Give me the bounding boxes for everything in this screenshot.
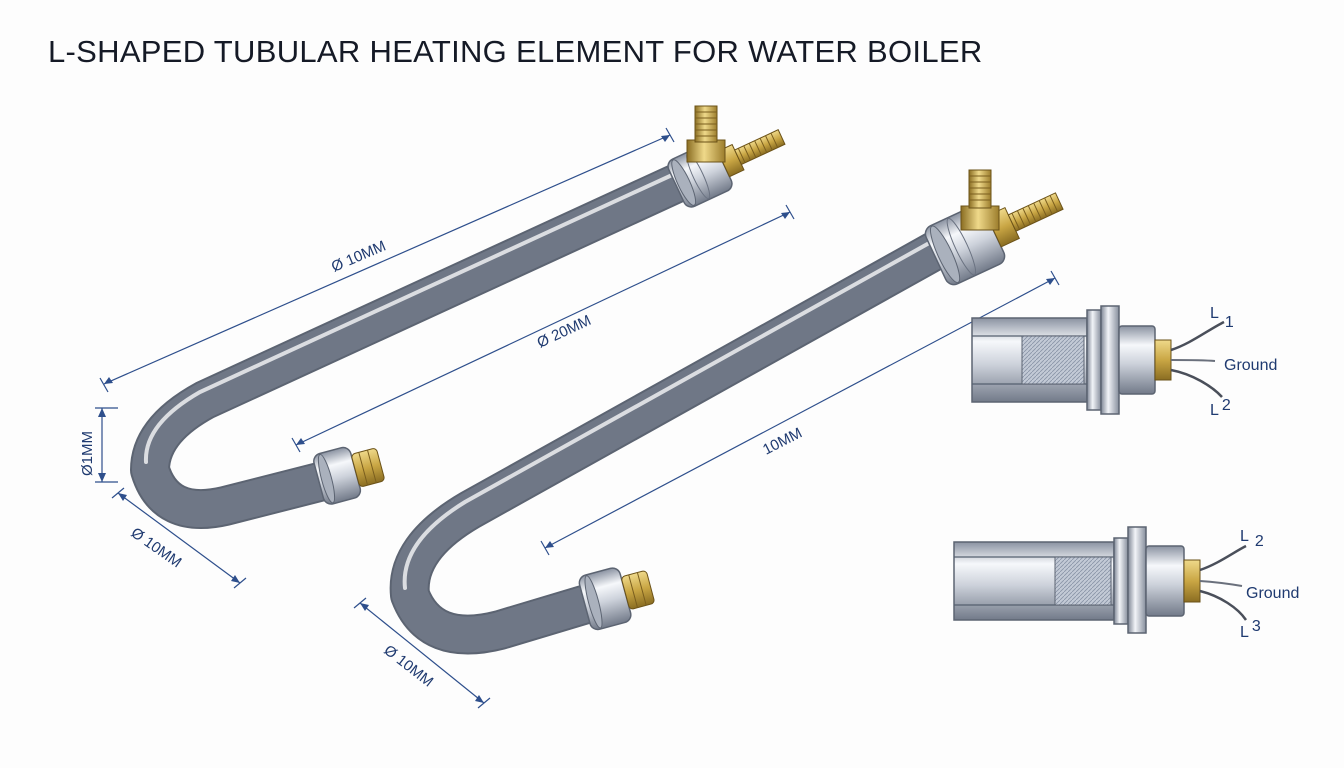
wire-ground bbox=[1170, 359, 1216, 362]
wire-l3 bbox=[1199, 589, 1248, 621]
dim-label-elem2-length: 10MM bbox=[760, 424, 805, 458]
label-l3: L bbox=[1240, 624, 1249, 641]
heating-element-1 bbox=[130, 105, 786, 529]
dim-label-elem1-left: Ø1MM bbox=[79, 431, 96, 476]
dim-label-elem2-bottom: Ø 10MM bbox=[381, 642, 437, 691]
terminal-fitting-bottom bbox=[313, 446, 385, 505]
wire-l2 bbox=[1199, 544, 1247, 572]
wire-ground bbox=[1199, 580, 1243, 587]
tube-highlight bbox=[143, 168, 685, 464]
label-l2-index: 2 bbox=[1222, 397, 1231, 414]
label-l2: L bbox=[1210, 402, 1219, 419]
label-l2-index: 2 bbox=[1255, 533, 1264, 550]
svg-text:L2: L2 bbox=[1240, 528, 1264, 550]
tube-body bbox=[132, 160, 706, 527]
terminal-fitting-bottom bbox=[578, 567, 655, 631]
dim-label-elem1-top: Ø 10MM bbox=[329, 238, 389, 276]
svg-text:L1: L1 bbox=[1210, 305, 1234, 331]
label-l3-index: 3 bbox=[1252, 618, 1261, 635]
dim-label-elem1-bottom: Ø 10MM bbox=[128, 524, 185, 571]
wire-l1 bbox=[1170, 320, 1225, 352]
tube-body bbox=[391, 227, 963, 653]
label-l1-index: 1 bbox=[1225, 314, 1234, 331]
tube-highlight bbox=[402, 235, 942, 590]
terminal-fitting-top bbox=[667, 105, 786, 208]
label-l1: L bbox=[1210, 305, 1219, 322]
diagram-title: L-SHAPED TUBULAR HEATING ELEMENT FOR WAT… bbox=[48, 34, 983, 69]
label-l2: L bbox=[1240, 528, 1249, 545]
dimension-lines bbox=[95, 127, 1060, 709]
label-ground: Ground bbox=[1246, 585, 1299, 602]
hatched-insulation bbox=[1054, 556, 1112, 606]
terminal-fitting-top bbox=[924, 169, 1064, 286]
svg-text:L3: L3 bbox=[1240, 618, 1261, 641]
heating-element-2 bbox=[389, 169, 1064, 655]
wire-l2 bbox=[1170, 368, 1223, 398]
hatched-insulation bbox=[1021, 335, 1085, 385]
svg-text:L2: L2 bbox=[1210, 397, 1231, 419]
label-ground: Ground bbox=[1224, 357, 1277, 374]
